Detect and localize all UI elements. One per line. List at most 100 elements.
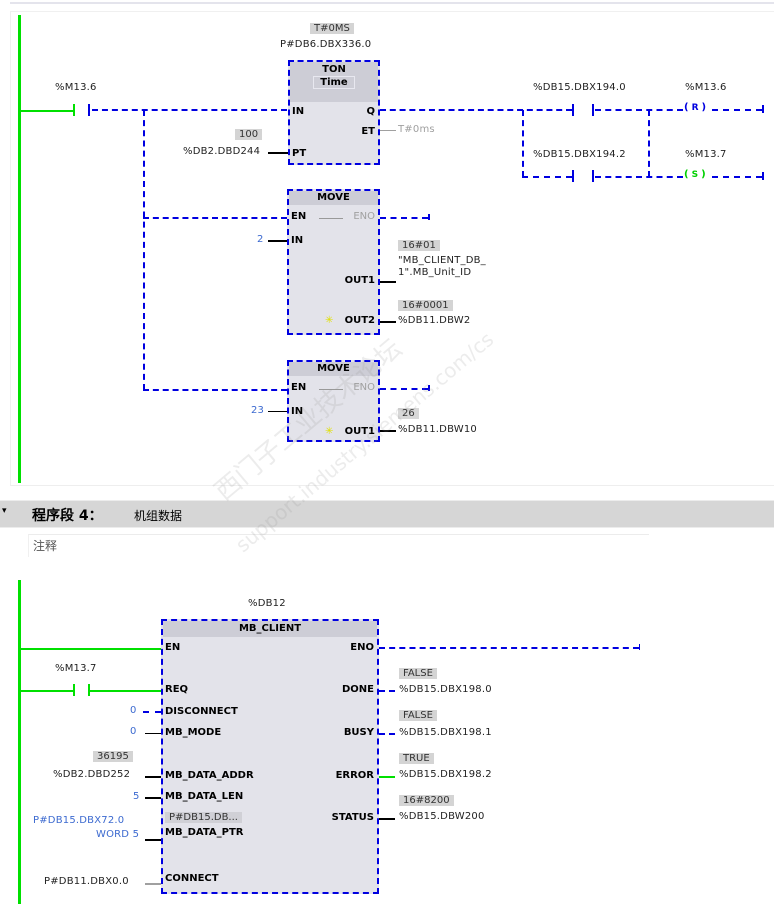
move1-title: MOVE bbox=[289, 191, 378, 205]
out1-wire bbox=[380, 281, 396, 283]
et-output[interactable]: T#0ms bbox=[398, 124, 435, 135]
add-output-icon[interactable]: ✳ bbox=[325, 315, 334, 326]
done-wire bbox=[379, 690, 395, 692]
move1-in-value[interactable]: 2 bbox=[257, 234, 264, 245]
ton-title: TON bbox=[322, 64, 346, 75]
set-coil-symbol: S bbox=[691, 170, 699, 180]
pin-error: ERROR bbox=[335, 770, 374, 781]
branch-wire-move1 bbox=[143, 217, 287, 219]
req-wire-out bbox=[90, 690, 162, 692]
coil-set-operand[interactable]: %M13.7 bbox=[685, 149, 727, 160]
wire-end bbox=[428, 214, 430, 220]
branch-wire-move2 bbox=[143, 389, 287, 391]
busy-operand[interactable]: %DB15.DBX198.1 bbox=[399, 727, 492, 738]
busy-value: FALSE bbox=[399, 710, 437, 721]
power-rail[interactable] bbox=[18, 580, 21, 904]
ton-timer-block[interactable]: TON Time IN Q ET PT bbox=[288, 60, 380, 165]
mb-data-ptr-operand-line1[interactable]: P#DB15.DBX72.0 bbox=[33, 815, 125, 826]
out1-wire bbox=[380, 430, 396, 432]
error-value: TRUE bbox=[399, 753, 434, 764]
pin-out1: OUT1 bbox=[344, 426, 375, 437]
comment-text[interactable]: 注释 bbox=[33, 539, 58, 553]
move-block-1[interactable]: MOVE EN ENO IN OUT1 ✳ OUT2 bbox=[287, 189, 380, 335]
connect-operand[interactable]: P#DB11.DBX0.0 bbox=[44, 876, 129, 887]
move1-out1-operand-line2[interactable]: 1".MB_Unit_ID bbox=[398, 267, 472, 278]
in-wire bbox=[268, 411, 287, 412]
mb-client-title: MB_CLIENT bbox=[163, 621, 377, 637]
move-block-2[interactable]: MOVE EN ENO IN ✳ OUT1 bbox=[287, 360, 380, 442]
network-separator bbox=[10, 2, 774, 4]
mb-client-instance[interactable]: %DB12 bbox=[248, 598, 286, 609]
pin-out2: OUT2 bbox=[344, 315, 375, 326]
eno-wire bbox=[380, 388, 428, 390]
network-title: 程序段 4： bbox=[32, 508, 103, 524]
pin-en: EN bbox=[165, 642, 181, 653]
eno-wire bbox=[380, 217, 428, 219]
eno-wire bbox=[379, 647, 639, 649]
network-description[interactable]: 机组数据 bbox=[134, 509, 183, 523]
contact-q2-left[interactable] bbox=[572, 170, 574, 182]
contact-req-operand[interactable]: %M13.7 bbox=[55, 663, 97, 674]
pin-en: EN bbox=[291, 211, 307, 222]
contact-q2-right[interactable] bbox=[592, 170, 594, 182]
mb-mode-operand[interactable]: 0 bbox=[130, 726, 137, 737]
pin-et: ET bbox=[361, 126, 375, 137]
status-operand[interactable]: %DB15.DBW200 bbox=[399, 811, 485, 822]
pt-operand[interactable]: %DB2.DBD244 bbox=[183, 146, 261, 157]
contact-q1-left[interactable] bbox=[572, 104, 574, 116]
error-operand[interactable]: %DB15.DBX198.2 bbox=[399, 769, 492, 780]
move1-out1-operand-line1[interactable]: "MB_CLIENT_DB_ bbox=[398, 255, 486, 266]
move2-in-value[interactable]: 23 bbox=[251, 405, 265, 416]
contact-left-bar[interactable] bbox=[73, 684, 75, 696]
contact-left-bar[interactable] bbox=[73, 104, 75, 116]
power-wire bbox=[20, 110, 73, 112]
en-eno-line bbox=[319, 389, 343, 390]
pin-status: STATUS bbox=[331, 812, 374, 823]
contact-right-bar[interactable] bbox=[88, 104, 90, 116]
parallel-branch-right bbox=[648, 110, 650, 177]
network-4-header[interactable] bbox=[0, 500, 774, 528]
set-coil[interactable]: (S) bbox=[684, 169, 706, 180]
wire-end bbox=[762, 105, 764, 113]
done-value: FALSE bbox=[399, 668, 437, 679]
move1-out1-value: 16#01 bbox=[398, 240, 440, 251]
pin-disconnect: DISCONNECT bbox=[165, 706, 238, 717]
mb-data-ptr-operand-line2[interactable]: WORD 5 bbox=[96, 829, 140, 840]
contact-right-bar[interactable] bbox=[88, 684, 90, 696]
ton-instance-db[interactable]: P#DB6.DBX336.0 bbox=[280, 39, 372, 50]
comment-field[interactable] bbox=[28, 534, 649, 557]
et-wire bbox=[380, 130, 396, 131]
mb-client-block[interactable]: MB_CLIENT EN REQ DISCONNECT MB_MODE MB_D… bbox=[161, 619, 379, 894]
done-operand[interactable]: %DB15.DBX198.0 bbox=[399, 684, 492, 695]
en-eno-line bbox=[319, 218, 343, 219]
mb-data-ptr-wire bbox=[145, 839, 161, 841]
move1-out2-operand[interactable]: %DB11.DBW2 bbox=[398, 315, 471, 326]
contact-q2-operand[interactable]: %DB15.DBX194.2 bbox=[533, 149, 626, 160]
wire-end bbox=[762, 172, 764, 180]
q-wire bbox=[380, 109, 572, 111]
mb-data-addr-operand[interactable]: %DB2.DBD252 bbox=[53, 769, 131, 780]
coil-reset-operand[interactable]: %M13.6 bbox=[685, 82, 727, 93]
req-wire bbox=[20, 690, 73, 692]
move2-out1-operand[interactable]: %DB11.DBW10 bbox=[398, 424, 477, 435]
in-wire bbox=[268, 240, 287, 242]
pin-in: IN bbox=[291, 235, 304, 246]
pin-eno: ENO bbox=[350, 642, 374, 653]
contact-q1-operand[interactable]: %DB15.DBX194.0 bbox=[533, 82, 626, 93]
ton-data-type[interactable]: Time bbox=[313, 76, 355, 89]
contact-q1-right[interactable] bbox=[592, 104, 594, 116]
power-rail[interactable] bbox=[18, 15, 21, 483]
coil-r-wire bbox=[595, 109, 683, 111]
pin-connect: CONNECT bbox=[165, 873, 219, 884]
coil-s-out-wire bbox=[712, 176, 762, 178]
add-output-icon[interactable]: ✳ bbox=[325, 426, 334, 437]
collapse-icon[interactable]: ▾ bbox=[2, 506, 7, 516]
contact-operand[interactable]: %M13.6 bbox=[55, 82, 97, 93]
mb-data-len-operand[interactable]: 5 bbox=[133, 791, 140, 802]
busy-wire bbox=[379, 733, 395, 735]
move1-out2-value: 16#0001 bbox=[398, 300, 453, 311]
pin-eno: ENO bbox=[353, 382, 375, 393]
disconnect-operand[interactable]: 0 bbox=[130, 705, 137, 716]
move2-title: MOVE bbox=[289, 362, 378, 376]
reset-coil[interactable]: (R) bbox=[684, 102, 707, 113]
